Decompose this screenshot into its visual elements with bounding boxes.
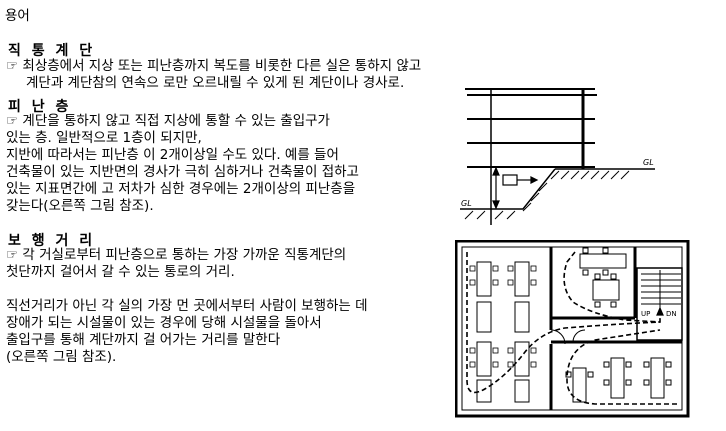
section-line: 출입구를 통해 계단까지 걸 어가는 거리를 말한다 — [6, 332, 281, 348]
gl-label-upper: GL — [643, 158, 654, 167]
section-line: (오른쪽 그림 참조). — [6, 349, 117, 365]
building-section-figure: GL GL — [460, 88, 655, 225]
floor-plan-figure: UP DN — [455, 240, 690, 418]
section-line: 건축물이 있는 지반면의 경사가 극히 심하거나 건축물이 접하고 — [6, 164, 359, 180]
section-title-direct-stair: 직 통 계 단 — [8, 43, 96, 59]
section-line: ☞ 최상층에서 지상 또는 피난층까지 복도를 비롯한 다른 실은 통하지 않고 — [6, 58, 422, 74]
section-line: 있는 층. 일반적으로 1층이 되지만, — [6, 130, 202, 146]
section-line: ☞ 계단을 통하지 않고 직접 지상에 통할 수 있는 출입구가 — [6, 113, 330, 129]
stair-up-label: UP — [641, 310, 650, 318]
section-line: ☞ 각 거실로부터 피난층으로 통하는 가장 가까운 직통계단의 — [6, 247, 347, 263]
section-line: 첫단까지 걸어서 갈 수 있는 통로의 거리. — [6, 264, 235, 280]
gl-label-lower: GL — [461, 199, 472, 208]
section-line: 지반에 따라서는 피난층 이 2개이상일 수도 있다. 예를 들어 — [6, 147, 339, 163]
section-title-refuge-floor: 피 난 층 — [8, 99, 72, 115]
section-title-walking-distance: 보 행 거 리 — [8, 233, 96, 249]
page-label: 용어 — [5, 8, 30, 24]
section-line: 있는 지표면간에 고 저차가 심한 경우에는 2개이상의 피난층을 — [6, 181, 356, 197]
section-line: 장애가 되는 시설물이 있는 경우에 당해 시설물을 돌아서 — [6, 315, 322, 331]
section-line: 직선거리가 아닌 각 실의 가장 먼 곳에서부터 사람이 보행하는 데 — [6, 298, 368, 314]
stair-down-label: DN — [666, 310, 677, 318]
section-line: 갖는다(오른쪽 그림 참조). — [6, 198, 154, 214]
section-line: 계단과 계단참의 연속으 로만 오르내릴 수 있게 된 계단이나 경사로. — [26, 75, 405, 91]
